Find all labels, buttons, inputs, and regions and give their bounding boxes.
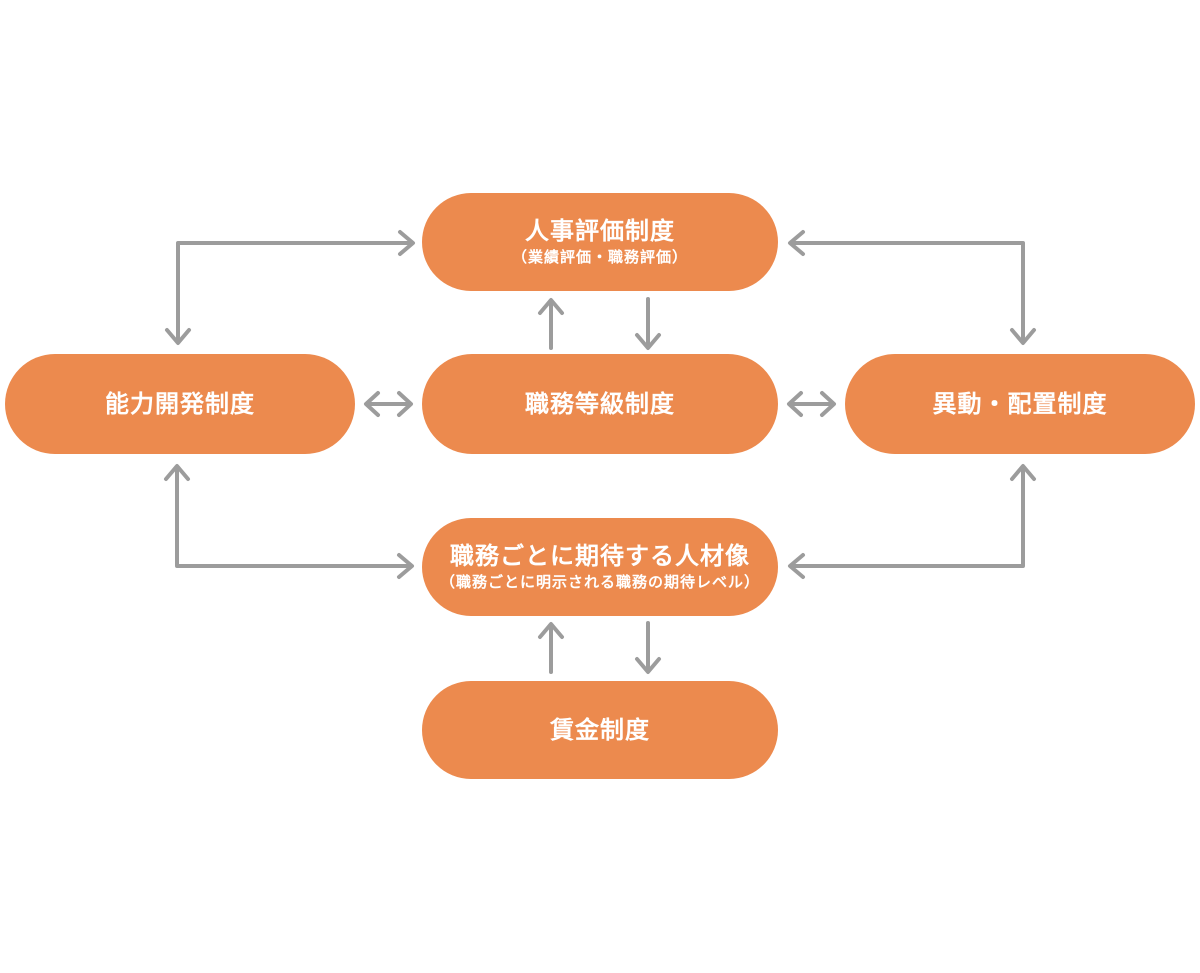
arrow-transfer-evaluation-elbow [788, 230, 1036, 345]
node-job-grade-system: 職務等級制度 [422, 354, 778, 454]
node-expected-talent-label: 職務ごとに期待する人材像 [450, 542, 750, 570]
node-personnel-evaluation-sublabel: （業績評価・職務評価） [511, 248, 688, 266]
arrow-development-grade-bidirectional [364, 391, 413, 417]
node-wage-label: 賃金制度 [550, 716, 650, 744]
node-personnel-evaluation-label: 人事評価制度 [525, 217, 675, 245]
arrow-wage-to-talent-up [538, 622, 564, 674]
node-expected-talent-profile: 職務ごとに期待する人材像 （職務ごとに明示される職務の期待レベル） [422, 518, 778, 616]
node-personnel-evaluation-system: 人事評価制度 （業績評価・職務評価） [422, 193, 778, 291]
arrow-evaluation-to-grade-down [635, 297, 661, 350]
node-transfer-placement-label: 異動・配置制度 [932, 390, 1108, 418]
node-expected-talent-sublabel: （職務ごとに明示される職務の期待レベル） [439, 573, 760, 591]
arrow-grade-to-evaluation-up [538, 298, 564, 350]
node-capability-development-label: 能力開発制度 [105, 390, 255, 418]
arrow-development-evaluation-elbow [165, 230, 415, 345]
arrow-transfer-talent-elbow [788, 464, 1036, 579]
node-job-grade-label: 職務等級制度 [525, 390, 675, 418]
arrow-talent-to-wage-down [635, 621, 661, 674]
node-transfer-placement-system: 異動・配置制度 [845, 354, 1195, 454]
node-capability-development-system: 能力開発制度 [5, 354, 355, 454]
arrow-development-talent-elbow [164, 464, 414, 579]
node-wage-system: 賃金制度 [422, 681, 778, 779]
arrow-grade-transfer-bidirectional [787, 391, 836, 417]
